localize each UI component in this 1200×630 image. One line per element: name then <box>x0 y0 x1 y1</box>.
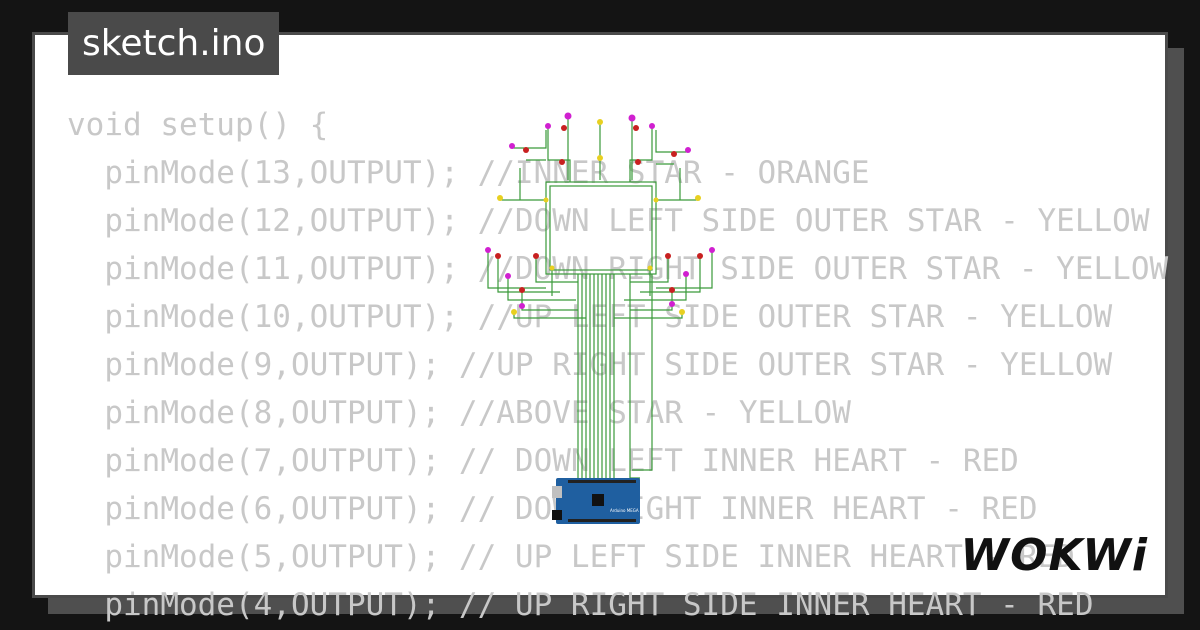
led-magenta[interactable] <box>509 143 515 149</box>
wire-mid-side <box>500 168 698 201</box>
code-line: pinMode(10,OUTPUT); //UP LEFT SIDE OUTER… <box>67 299 1113 335</box>
wire-bus-right <box>629 274 653 479</box>
led-red[interactable] <box>633 125 639 131</box>
file-tab[interactable]: sketch.ino <box>68 12 280 75</box>
led-red[interactable] <box>697 253 703 259</box>
wire-top-side <box>512 130 688 165</box>
led-yellow[interactable] <box>511 309 517 315</box>
led-red[interactable] <box>559 159 565 165</box>
wire-bus <box>577 274 615 480</box>
wokwi-logo: WOKWi <box>960 530 1148 581</box>
code-line: pinMode(12,OUTPUT); //DOWN LEFT SIDE OUT… <box>67 203 1150 239</box>
chip <box>592 494 604 506</box>
arduino-mega-board[interactable]: Arduino MEGA <box>552 478 640 524</box>
led-magenta[interactable] <box>545 123 551 129</box>
code-line: pinMode(9,OUTPUT); //UP RIGHT SIDE OUTER… <box>67 347 1113 383</box>
wire-top <box>547 118 653 182</box>
led-red[interactable] <box>665 253 671 259</box>
code-line: pinMode(7,OUTPUT); // DOWN LEFT INNER HE… <box>67 443 1019 479</box>
wire-frame-inner <box>549 185 653 271</box>
led-magenta[interactable] <box>505 273 511 279</box>
code-line: void setup() { <box>67 107 329 143</box>
led-magenta[interactable] <box>709 247 715 253</box>
board-label: Arduino MEGA <box>610 508 639 513</box>
led-magenta[interactable] <box>669 301 675 307</box>
led-magenta[interactable] <box>683 271 689 277</box>
preview-card: void setup() { pinMode(13,OUTPUT); //INN… <box>32 32 1168 623</box>
led-yellow[interactable] <box>597 155 603 161</box>
code-line: pinMode(5,OUTPUT); // UP LEFT SIDE INNER… <box>67 539 1075 575</box>
code-line: pinMode(4,OUTPUT); // UP RIGHT SIDE INNE… <box>67 587 1094 623</box>
wire-lower-left <box>487 252 586 319</box>
led-magenta[interactable] <box>685 147 691 153</box>
led-red[interactable] <box>671 151 677 157</box>
wires <box>487 118 713 480</box>
led-magenta[interactable] <box>519 303 525 309</box>
led-magenta[interactable] <box>564 112 572 120</box>
code-editor: void setup() { pinMode(13,OUTPUT); //INN… <box>67 101 1168 629</box>
led-yellow[interactable] <box>543 197 549 203</box>
usb-connector <box>552 486 562 498</box>
led-yellow[interactable] <box>497 195 503 201</box>
led-red[interactable] <box>561 125 567 131</box>
led-magenta[interactable] <box>485 247 491 253</box>
code-line: pinMode(6,OUTPUT); // DOWN RIGHT INNER H… <box>67 491 1038 527</box>
led-yellow[interactable] <box>679 309 685 315</box>
wire-lower-right <box>614 252 713 319</box>
header-pins-top <box>568 480 636 483</box>
led-red[interactable] <box>523 147 529 153</box>
led-magenta[interactable] <box>628 114 636 122</box>
led-red[interactable] <box>635 159 641 165</box>
wire-frame <box>545 181 657 275</box>
led-red[interactable] <box>533 253 539 259</box>
led-yellow[interactable] <box>597 119 603 125</box>
code-line: pinMode(13,OUTPUT); //INNER STAR - ORANG… <box>67 155 870 191</box>
led-yellow[interactable] <box>653 197 659 203</box>
led-yellow[interactable] <box>647 265 653 271</box>
header-pins-bottom <box>568 519 636 522</box>
led-yellow[interactable] <box>695 195 701 201</box>
code-line: pinMode(8,OUTPUT); //ABOVE STAR - YELLOW <box>67 395 851 431</box>
led-yellow[interactable] <box>549 265 555 271</box>
power-jack <box>552 510 562 520</box>
leds <box>485 112 715 315</box>
led-red[interactable] <box>669 287 675 293</box>
led-red[interactable] <box>495 253 501 259</box>
led-magenta[interactable] <box>649 123 655 129</box>
led-red[interactable] <box>519 287 525 293</box>
